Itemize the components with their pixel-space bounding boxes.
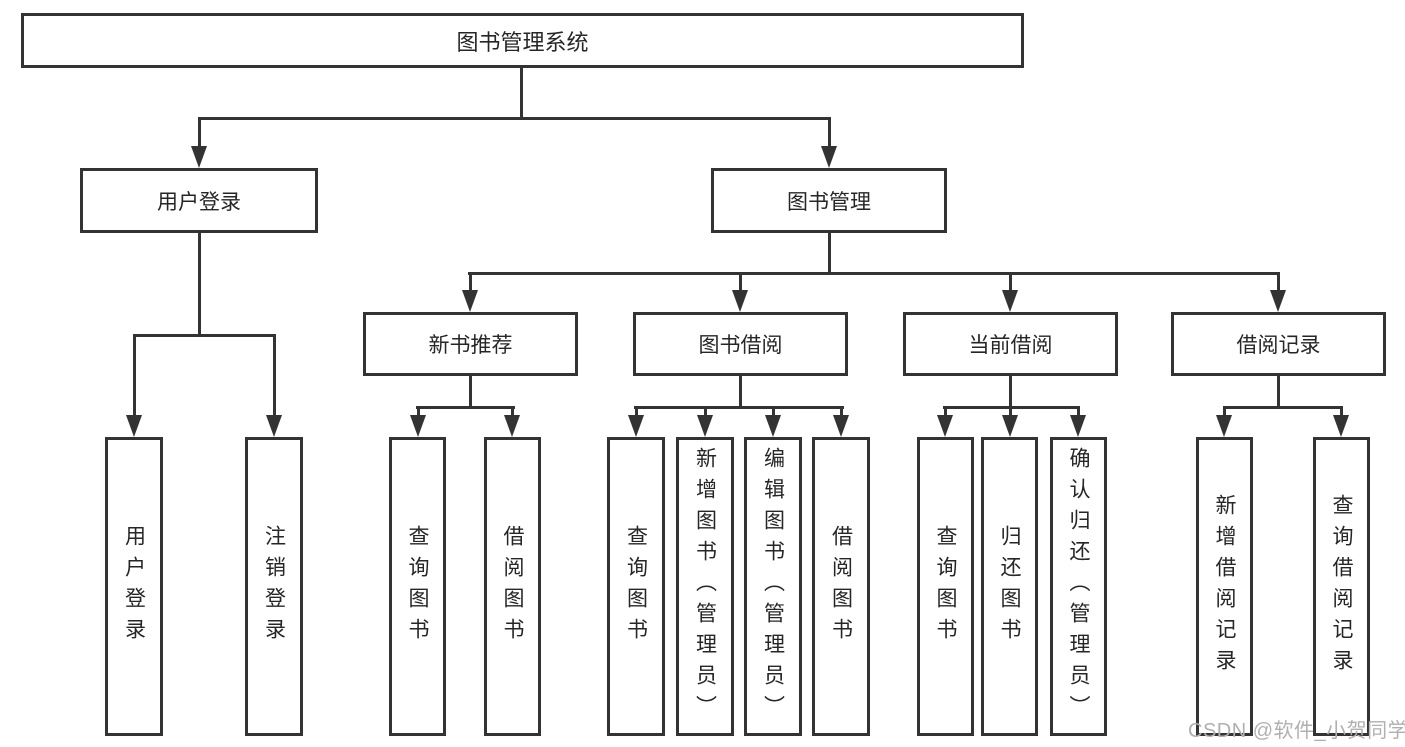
leaf-logout: 注销登录 bbox=[245, 437, 303, 736]
connector-line bbox=[1223, 406, 1226, 418]
node-label: 查询借阅记录 bbox=[1330, 493, 1353, 680]
arrowhead bbox=[765, 415, 781, 437]
connector-line bbox=[273, 334, 276, 418]
node-label: 查询图书 bbox=[934, 524, 957, 649]
node-new-book-recommend: 新书推荐 bbox=[363, 312, 578, 376]
arrowhead bbox=[191, 146, 207, 168]
node-label: 图书管理系统 bbox=[456, 29, 589, 55]
node-label: 查询图书 bbox=[406, 524, 429, 649]
node-label: 借阅图书 bbox=[829, 524, 853, 649]
leaf-query-borrow-record: 查询借阅记录 bbox=[1313, 437, 1370, 736]
node-label: 编辑图书（管理员） bbox=[761, 447, 785, 726]
leaf-query-books-borrowing: 查询图书 bbox=[607, 437, 665, 736]
leaf-edit-book-admin: 编辑图书（管理员） bbox=[744, 437, 802, 736]
arrowhead bbox=[937, 415, 953, 437]
node-label: 图书管理 bbox=[787, 190, 871, 214]
node-borrowing-records: 借阅记录 bbox=[1171, 312, 1386, 376]
arrowhead bbox=[1270, 290, 1286, 312]
leaf-confirm-return-admin: 确认归还（管理员） bbox=[1050, 437, 1107, 736]
leaf-return-book: 归还图书 bbox=[981, 437, 1038, 736]
connector-line bbox=[520, 68, 523, 120]
connector-line bbox=[840, 406, 843, 418]
connector-line bbox=[772, 406, 775, 418]
leaf-user-login: 用户登录 bbox=[105, 437, 163, 736]
arrowhead bbox=[266, 415, 282, 437]
node-root-system: 图书管理系统 bbox=[21, 13, 1024, 68]
node-label: 当前借阅 bbox=[968, 334, 1053, 357]
node-label: 注销登录 bbox=[262, 524, 286, 649]
node-label: 借阅图书 bbox=[501, 524, 524, 649]
arrowhead bbox=[1216, 415, 1232, 437]
node-user-login: 用户登录 bbox=[80, 168, 318, 233]
connector-line bbox=[133, 334, 136, 418]
connector-line bbox=[511, 406, 514, 418]
node-label: 借阅记录 bbox=[1236, 334, 1321, 357]
node-label: 新增借阅记录 bbox=[1213, 493, 1236, 680]
node-label: 新增图书（管理员） bbox=[693, 447, 717, 726]
arrowhead bbox=[821, 146, 837, 168]
connector-line bbox=[634, 406, 844, 409]
arrowhead bbox=[126, 415, 142, 437]
leaf-query-books-recommend: 查询图书 bbox=[389, 437, 446, 736]
connector-line bbox=[133, 334, 276, 337]
connector-line bbox=[1009, 406, 1012, 418]
connector-line bbox=[468, 272, 1280, 275]
arrowhead bbox=[462, 290, 478, 312]
leaf-borrow-books-recommend: 借阅图书 bbox=[484, 437, 541, 736]
arrowhead bbox=[1002, 290, 1018, 312]
node-current-borrowing: 当前借阅 bbox=[903, 312, 1118, 376]
arrowhead bbox=[628, 415, 644, 437]
node-label: 确认归还（管理员） bbox=[1067, 447, 1090, 726]
connector-line bbox=[1277, 272, 1280, 294]
node-book-borrowing: 图书借阅 bbox=[633, 312, 848, 376]
connector-line bbox=[739, 272, 742, 294]
connector-line bbox=[469, 272, 472, 294]
node-label: 用户登录 bbox=[122, 524, 146, 649]
node-book-management: 图书管理 bbox=[711, 168, 947, 233]
node-label: 查询图书 bbox=[624, 524, 648, 649]
connector-line bbox=[1009, 374, 1012, 409]
connector-line bbox=[1223, 406, 1343, 409]
connector-line bbox=[417, 406, 420, 418]
connector-line bbox=[944, 406, 947, 418]
arrowhead bbox=[1070, 415, 1086, 437]
node-label: 图书借阅 bbox=[698, 334, 783, 357]
connector-line bbox=[198, 233, 201, 337]
connector-line bbox=[1340, 406, 1343, 418]
connector-line bbox=[1009, 272, 1012, 294]
arrowhead bbox=[504, 415, 520, 437]
leaf-query-books-current: 查询图书 bbox=[917, 437, 974, 736]
connector-line bbox=[635, 406, 638, 418]
leaf-add-borrow-record: 新增借阅记录 bbox=[1196, 437, 1253, 736]
connector-line bbox=[1277, 374, 1280, 409]
arrowhead bbox=[1002, 415, 1018, 437]
node-label: 新书推荐 bbox=[428, 334, 513, 357]
connector-line bbox=[828, 233, 831, 275]
node-label: 归还图书 bbox=[998, 524, 1021, 649]
arrowhead bbox=[410, 415, 426, 437]
arrowhead bbox=[833, 415, 849, 437]
arrowhead bbox=[1333, 415, 1349, 437]
connector-line bbox=[828, 117, 831, 149]
connector-line bbox=[1077, 406, 1080, 418]
connector-line bbox=[198, 117, 830, 120]
leaf-add-book-admin: 新增图书（管理员） bbox=[676, 437, 734, 736]
arrowhead bbox=[732, 290, 748, 312]
csdn-watermark: CSDN @软件_小贺同学 bbox=[1188, 720, 1405, 742]
connector-line bbox=[704, 406, 707, 418]
node-label: 用户登录 bbox=[157, 190, 241, 214]
leaf-borrow-books-borrowing: 借阅图书 bbox=[812, 437, 870, 736]
arrowhead bbox=[697, 415, 713, 437]
connector-line bbox=[469, 374, 472, 409]
connector-line bbox=[739, 374, 742, 409]
connector-line bbox=[198, 117, 201, 149]
connector-line bbox=[416, 406, 515, 409]
